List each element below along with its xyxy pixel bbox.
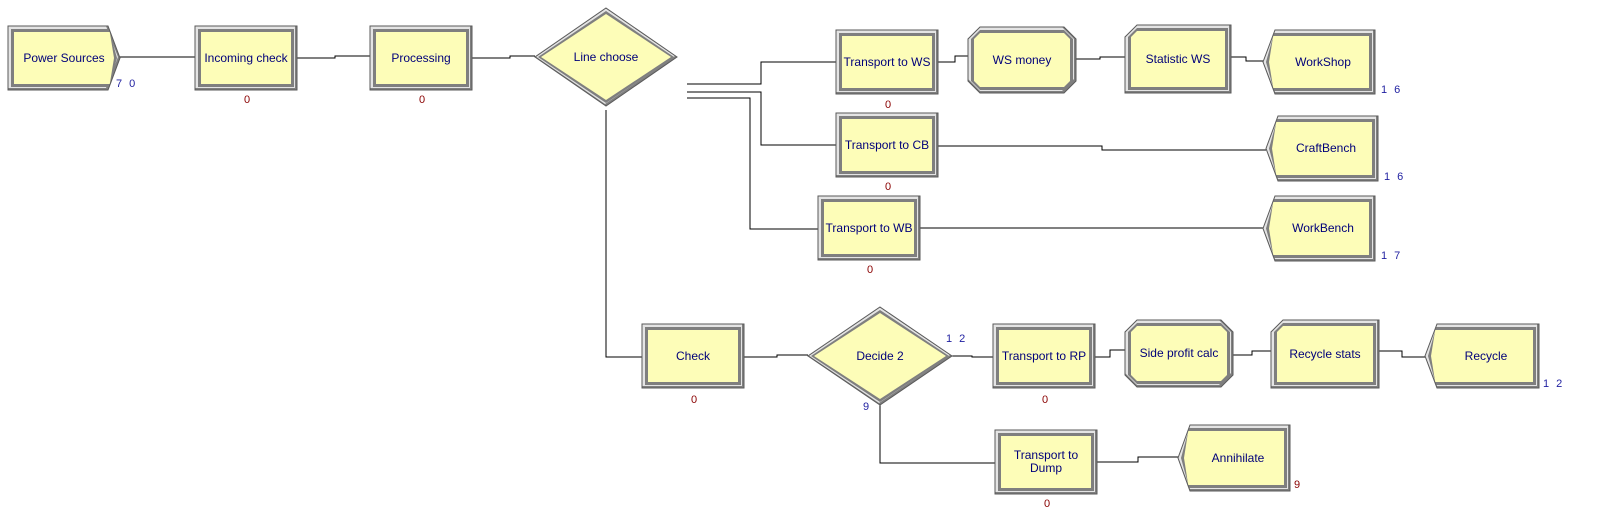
connector-money-statistic[interactable] (1076, 56, 1125, 60)
module-transport-rp[interactable]: Transport to RP (992, 323, 1096, 389)
module-statistic-ws[interactable]: Statistic WS (1124, 24, 1232, 94)
process-shape (992, 323, 1096, 389)
module-line-choose[interactable]: Line choose (534, 7, 678, 107)
record-shape (1124, 24, 1232, 94)
decide-shape (534, 7, 678, 107)
module-side-profit[interactable]: Side profit calc (1124, 319, 1234, 388)
module-label: Transport to RP (1001, 348, 1087, 363)
connector-line-transport-cb[interactable] (687, 91, 836, 146)
module-label: Transport to WS (843, 54, 931, 69)
module-label: CraftBench (1295, 141, 1357, 155)
process-shape (194, 25, 298, 91)
connector-decide-dump[interactable] (879, 405, 995, 464)
connector-incoming-processing[interactable] (297, 55, 370, 59)
dispose-shape (1265, 115, 1379, 182)
dispose-shape (1262, 29, 1376, 95)
module-label: Side profit calc (1139, 346, 1219, 360)
entity-count: 0 (885, 181, 892, 193)
module-decide2[interactable]: Decide 2 (807, 306, 953, 406)
entity-count: 1 2 (1543, 378, 1565, 390)
entity-count: 0 (1042, 394, 1049, 406)
process-shape (369, 25, 473, 91)
create-shape (7, 25, 121, 91)
entity-count: 1 6 (1381, 84, 1403, 96)
module-label: WS money (992, 52, 1052, 67)
connector-check-decide[interactable] (744, 354, 808, 358)
entity-count: 0 (867, 264, 874, 276)
module-transport-dump[interactable]: Transport to Dump (994, 429, 1098, 495)
process-shape (835, 29, 939, 95)
module-label: Transport to Dump (1013, 448, 1079, 475)
module-workbench[interactable]: WorkBench (1262, 195, 1376, 262)
module-incoming-check[interactable]: Incoming check (194, 25, 298, 91)
decide-false-count: 9 (863, 401, 872, 413)
module-transport-cb[interactable]: Transport to CB (835, 112, 939, 178)
connector-transport-ws-money[interactable] (938, 55, 968, 63)
module-label: Statistic WS (1145, 51, 1211, 66)
connector-line-transport-ws[interactable] (687, 61, 836, 85)
entity-count: 0 (691, 394, 698, 406)
module-recycle[interactable]: Recycle (1424, 323, 1540, 389)
module-label: WorkBench (1292, 221, 1354, 235)
decide-true-count: 1 2 (946, 333, 968, 345)
module-annihilate[interactable]: Annihilate (1177, 424, 1291, 492)
module-label: Decide 2 (856, 348, 904, 363)
module-check[interactable]: Check (641, 323, 745, 389)
process-shape (835, 112, 939, 178)
connector-dump-annihilate[interactable] (1097, 456, 1178, 463)
entity-count: 0 (419, 94, 426, 106)
module-label: Recycle (1464, 348, 1508, 363)
module-label: Power Sources (23, 50, 105, 65)
module-label: Transport to WB (825, 220, 913, 235)
module-label: Recycle stats (1289, 346, 1361, 361)
connector-line-check[interactable] (605, 110, 642, 358)
connector-transport-rp-side[interactable] (1095, 349, 1125, 358)
connector-decide-transport-rp[interactable] (952, 355, 993, 358)
dispose-shape (1177, 424, 1291, 492)
module-power-sources[interactable]: Power Sources (7, 25, 121, 91)
module-processing[interactable]: Processing (369, 25, 473, 91)
connector-statistic-workshop[interactable] (1231, 56, 1263, 62)
entity-count: 9 (1294, 479, 1301, 491)
entity-count: 1 6 (1384, 171, 1406, 183)
module-label: Transport to CB (844, 137, 930, 152)
connector-line-transport-wb[interactable] (687, 97, 818, 230)
entity-count: 1 7 (1381, 250, 1403, 262)
entity-count: 0 (885, 99, 892, 111)
dispose-shape (1424, 323, 1540, 389)
decide-shape (807, 306, 953, 406)
record-shape (1270, 319, 1380, 389)
module-label: WorkShop (1295, 54, 1351, 69)
process-shape (641, 323, 745, 389)
connector-stats-recycle[interactable] (1379, 350, 1425, 358)
module-workshop[interactable]: WorkShop (1262, 29, 1376, 95)
entity-count: 7 0 (116, 78, 138, 90)
entity-count: 0 (1044, 498, 1051, 510)
module-craftbench[interactable]: CraftBench (1265, 115, 1379, 182)
dispose-shape (1262, 195, 1376, 262)
assign-shape (967, 26, 1077, 94)
connector-transport-cb-craftbench[interactable] (938, 145, 1266, 151)
module-label: Processing (391, 50, 451, 65)
module-label: Annihilate (1211, 450, 1265, 465)
assign-shape (1124, 319, 1234, 388)
module-transport-wb[interactable]: Transport to WB (817, 195, 921, 261)
module-label: Check (675, 348, 710, 363)
module-label: Incoming check (204, 50, 288, 65)
module-transport-ws[interactable]: Transport to WS (835, 29, 939, 95)
entity-count: 0 (244, 94, 251, 106)
process-shape (817, 195, 921, 261)
process-shape (994, 429, 1098, 495)
module-recycle-stats[interactable]: Recycle stats (1270, 319, 1380, 389)
module-label: Line choose (573, 49, 639, 64)
connector-processing-line[interactable] (472, 55, 535, 59)
module-ws-money[interactable]: WS money (967, 26, 1077, 94)
connector-side-recycle-stats[interactable] (1233, 350, 1271, 356)
